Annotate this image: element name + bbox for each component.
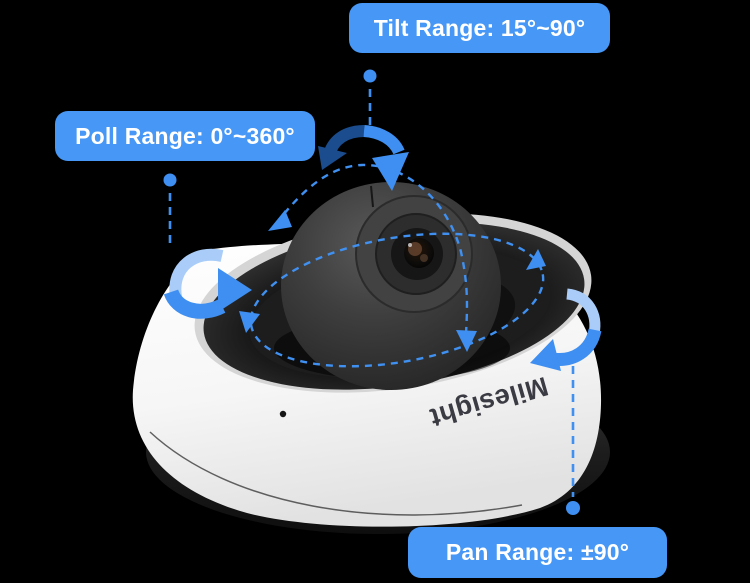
pan-arrow-head: [530, 339, 561, 371]
lens-glint-amber-small: [420, 254, 428, 262]
tilt-connector-dot: [363, 69, 377, 83]
roll-arrow-head: [218, 268, 252, 312]
tilt-arc-dashed: [275, 163, 469, 335]
roll-orbit-arrowhead-up: [526, 249, 546, 270]
callout-roll-range: Poll Range: 0°~360°: [55, 111, 315, 161]
pan-connector-dot: [566, 501, 580, 515]
roll-arrow-tail-tip: [239, 311, 260, 333]
pan-arrow-back-arc: [565, 288, 601, 336]
callout-tilt-range: Tilt Range: 15°~90°: [349, 3, 610, 53]
base-seam-line: [149, 431, 523, 516]
callout-pan-range: Pan Range: ±90°: [408, 527, 667, 578]
head-notch: [370, 185, 374, 208]
roll-arrow-front-band: [163, 288, 226, 319]
roll-arrow-back-arc: [169, 248, 224, 298]
lens-glint-white: [408, 243, 412, 247]
tilt-arrow-head-left: [318, 146, 347, 170]
tilt-arc-arrowhead-down: [456, 330, 477, 352]
tilt-arrow-head-right: [372, 152, 409, 191]
tilt-rotation-arrow: [318, 125, 409, 191]
mic-hole: [279, 410, 287, 418]
tilt-arc-arrowhead-down-left: [268, 210, 292, 231]
pan-rotation-arrow: [530, 288, 602, 371]
roll-connector-dot: [163, 173, 177, 187]
roll-rotation-arrow: [163, 248, 260, 333]
tilt-arrow-bright-band: [363, 125, 405, 155]
